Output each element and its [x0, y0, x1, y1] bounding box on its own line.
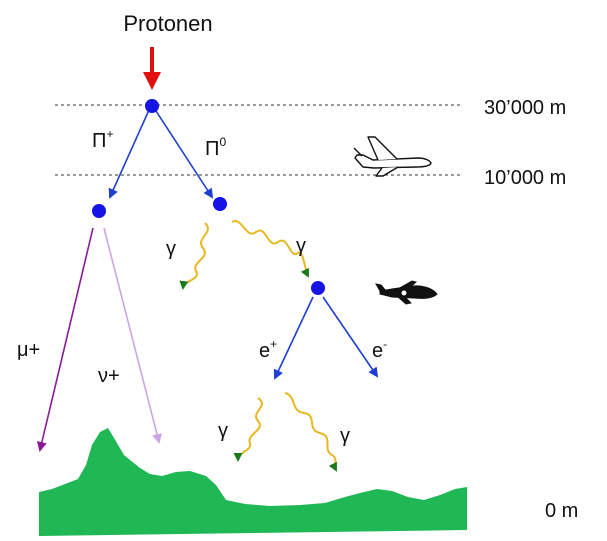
- photon-label-4: γ: [340, 425, 350, 447]
- electron-symbol: e: [372, 340, 383, 362]
- pi-plus-symbol: Π: [92, 130, 106, 152]
- positron-charge: +: [270, 337, 277, 351]
- photon-wave-4: [284, 392, 337, 472]
- electron-charge: -: [383, 337, 387, 351]
- photon-wave-2: [231, 220, 309, 278]
- muon-label: μ+: [17, 339, 40, 361]
- primary-interaction-node: [145, 99, 159, 113]
- altitude-label-30000: 30’000 m: [484, 97, 566, 119]
- proton-arrow: [143, 47, 161, 90]
- photon-label-2: γ: [296, 235, 306, 257]
- pi-plus-node: [92, 204, 106, 218]
- photon-wave-1: [179, 222, 209, 290]
- mountain-icon: [39, 428, 467, 536]
- protons-label: Protonen: [123, 11, 212, 36]
- branch-electron: [322, 296, 379, 378]
- small-plane-icon: [375, 280, 438, 305]
- photon-label-1: γ: [166, 238, 176, 260]
- pi-plus-label: Π+: [92, 127, 113, 152]
- positron-symbol: e: [259, 340, 270, 362]
- branch-pi-zero: [155, 110, 214, 199]
- branch-positron: [273, 296, 314, 380]
- airliner-icon: [353, 136, 432, 177]
- altitude-label-10000: 10’000 m: [484, 167, 566, 189]
- electron-label: e-: [372, 337, 387, 362]
- pi-zero-symbol: Π: [205, 138, 219, 160]
- pi-zero-label: Π0: [205, 135, 226, 160]
- pi-zero-charge: 0: [219, 135, 226, 149]
- photon-label-3: γ: [218, 420, 228, 442]
- positron-label: e+: [259, 337, 277, 362]
- pi-zero-node: [213, 197, 227, 211]
- branch-pi-plus: [108, 109, 150, 199]
- altitude-label-ground: 0 m: [545, 500, 578, 522]
- photon-wave-3: [233, 397, 263, 462]
- pi-plus-charge: +: [106, 127, 113, 141]
- neutrino-track: [103, 227, 162, 444]
- photon-conversion-node: [311, 281, 325, 295]
- neutrino-label: ν+: [98, 365, 120, 387]
- muon-track: [36, 227, 94, 452]
